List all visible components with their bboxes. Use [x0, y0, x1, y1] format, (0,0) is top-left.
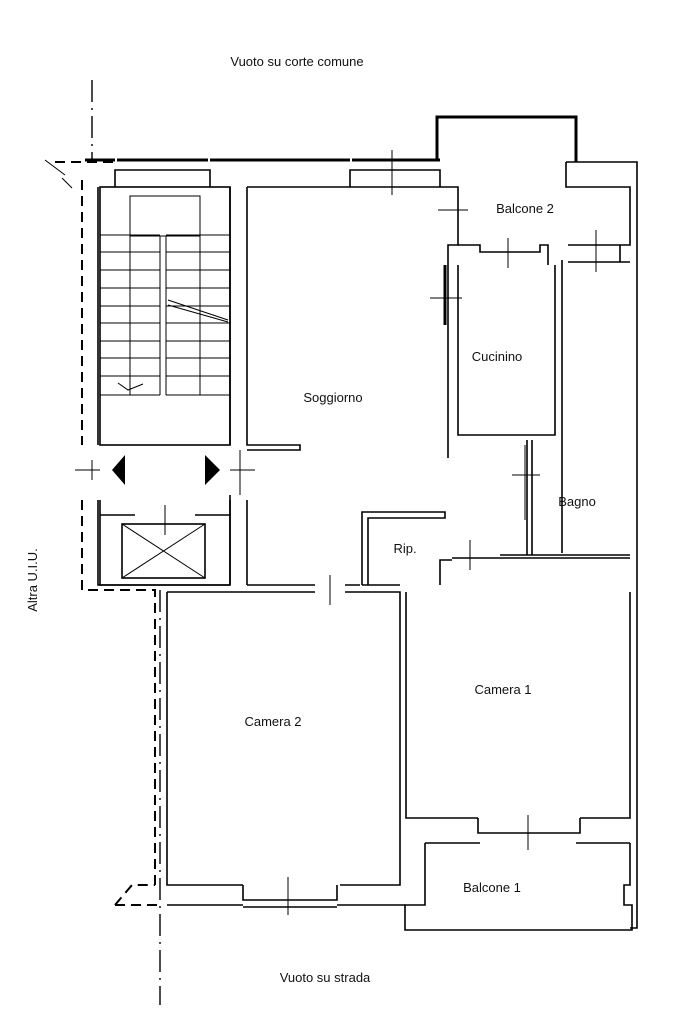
door-arrow-right-icon [205, 455, 220, 485]
room-label-cucinino: Cucinino [472, 349, 523, 364]
door-arrow-left-icon [112, 455, 125, 485]
bottom-label: Vuoto su strada [280, 970, 371, 985]
stairwell [99, 186, 231, 446]
room-label-camera2: Camera 2 [244, 714, 301, 729]
room-label-ripostiglio: Rip. [393, 541, 416, 556]
soggiorno-walls [229, 150, 440, 605]
cucinino-walls [430, 186, 630, 553]
outer-walls [85, 115, 638, 929]
room-label-balcone1: Balcone 1 [463, 880, 521, 895]
door-marks [75, 450, 255, 495]
room-label-camera1: Camera 1 [474, 682, 531, 697]
elevator-shaft [99, 500, 231, 586]
neighbour-boundary [44, 159, 160, 906]
ripostiglio-walls [361, 511, 452, 586]
top-label: Vuoto su corte comune [230, 54, 363, 69]
interior-walls [166, 440, 633, 931]
side-label: Altra U.I.U. [25, 548, 40, 612]
room-label-bagno: Bagno [558, 494, 596, 509]
room-label-soggiorno: Soggiorno [303, 390, 362, 405]
room-label-balcone2: Balcone 2 [496, 201, 554, 216]
